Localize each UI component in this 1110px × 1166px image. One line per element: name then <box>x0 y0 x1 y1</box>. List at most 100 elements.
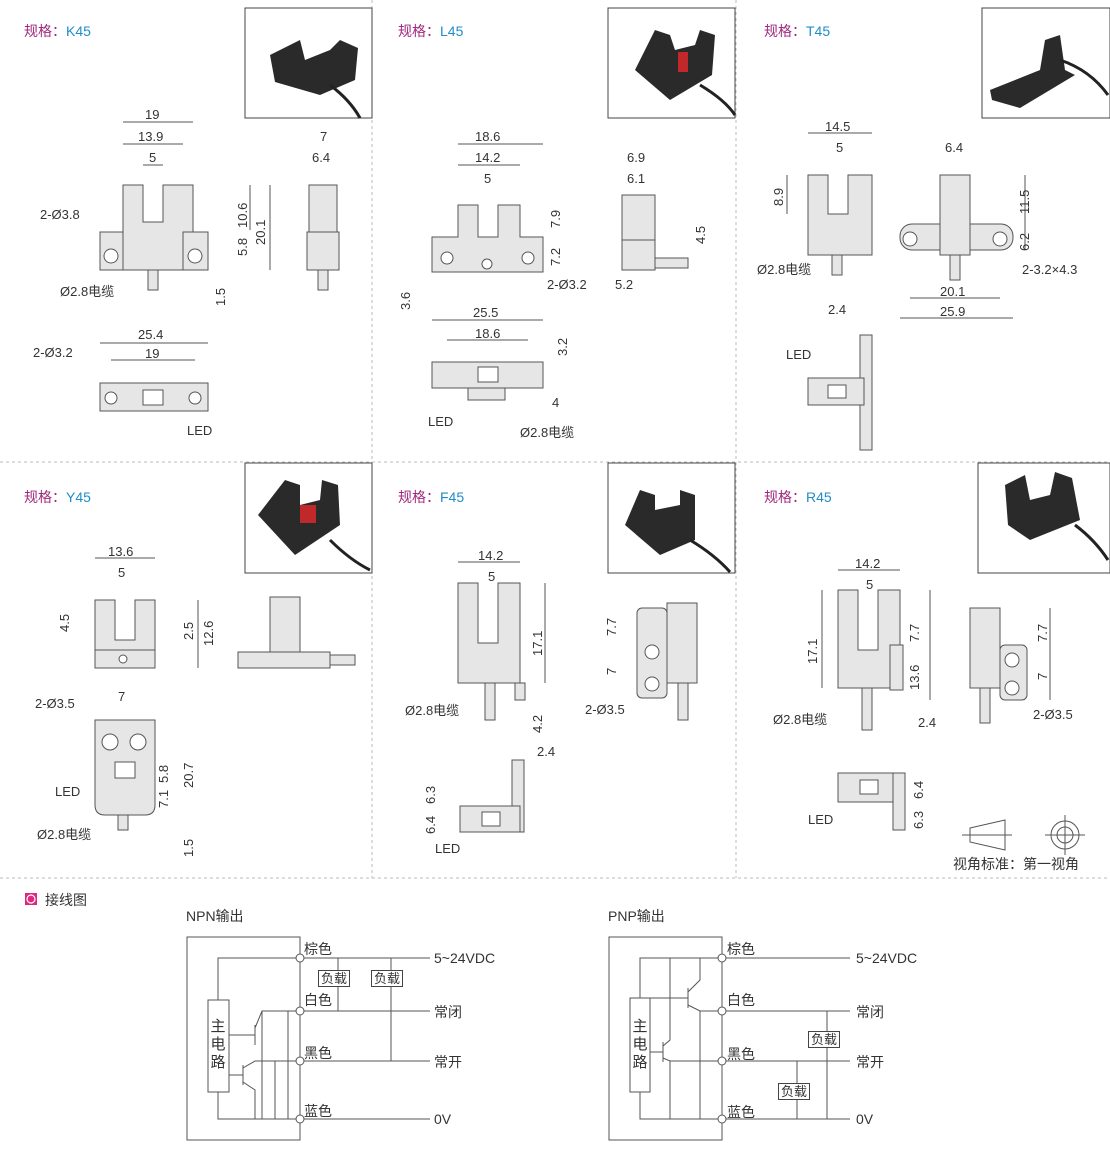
dimension-lines <box>95 121 1051 700</box>
dimension-label: 20.7 <box>181 762 196 788</box>
spec-prefix: 规格： <box>398 23 440 39</box>
dimension-label: 8.9 <box>771 187 786 206</box>
output-supply: 5~24VDC <box>434 950 496 966</box>
dimension-label: 12.6 <box>201 620 216 646</box>
spec-prefix: 规格： <box>398 489 440 505</box>
dimension-label: Ø2.8电缆 <box>405 703 460 718</box>
load-box: 负载 <box>318 970 351 987</box>
dimension-label: 4.5 <box>693 225 708 244</box>
dimension-label: 5 <box>866 577 874 592</box>
spec-prefix: 规格： <box>24 489 66 505</box>
dimension-label: 3.2 <box>555 337 570 356</box>
dimension-label: 25.4 <box>138 327 164 342</box>
dimension-label: Ø2.8电缆 <box>60 284 115 299</box>
dimension-label: 18.6 <box>475 129 501 144</box>
dimension-label: 2.5 <box>181 621 196 640</box>
dimension-label: 6.1 <box>627 171 646 186</box>
wire-brown: 棕色 <box>727 941 755 957</box>
wire-brown: 棕色 <box>304 941 332 957</box>
dimension-label: 11.5 <box>1017 189 1032 214</box>
dimension-label: 7.7 <box>1035 623 1050 642</box>
model-name: R45 <box>806 489 832 505</box>
view-standard-label: 视角标准：第一视角 <box>953 856 1079 872</box>
dimension-label: 4.5 <box>57 613 72 632</box>
load-box: 负载 <box>371 970 404 987</box>
dimension-label: 14.5 <box>825 119 851 134</box>
main-circuit-char: 电 <box>632 1036 648 1053</box>
dimension-label: 5 <box>836 140 844 155</box>
model-name: Y45 <box>66 489 91 505</box>
dimension-label: 4 <box>552 395 560 410</box>
main-circuit-char: 主 <box>632 1018 648 1035</box>
dimension-label: 5 <box>488 569 496 584</box>
spec-heading-t45: 规格：T45 <box>764 21 830 41</box>
dimension-label: 10.6 <box>235 202 250 228</box>
main-circuit-char: 路 <box>210 1054 226 1071</box>
dimension-label: 7.7 <box>907 623 922 642</box>
dimension-label: 4.2 <box>530 714 545 733</box>
pnp-wiring-diagram <box>608 936 850 1141</box>
dimension-label: 6.3 <box>423 785 438 804</box>
dimension-label: 6.9 <box>627 150 646 165</box>
dimension-label: 19 <box>145 346 160 361</box>
output-0v: 0V <box>434 1111 452 1127</box>
first-angle-projection-icon <box>962 815 1085 855</box>
dimension-label: 6.4 <box>423 815 438 834</box>
dimension-label: 19 <box>145 107 160 122</box>
output-no: 常开 <box>856 1054 884 1070</box>
output-no: 常开 <box>434 1054 462 1070</box>
dimension-label: 25.9 <box>940 304 966 319</box>
product-photos <box>244 7 1110 574</box>
dimension-label: 17.1 <box>805 638 820 664</box>
dimension-label: 6.3 <box>911 810 926 829</box>
output-supply: 5~24VDC <box>856 950 918 966</box>
dimension-label: 5 <box>484 171 492 186</box>
dimension-label: 1.5 <box>213 287 228 306</box>
load-box: 负载 <box>808 1031 841 1048</box>
dimension-label: 7.2 <box>548 247 563 266</box>
wire-black: 黑色 <box>304 1045 332 1061</box>
dimension-label: 14.2 <box>855 556 881 571</box>
dimension-label: 5 <box>118 565 126 580</box>
wiring-section-title: 接线图 <box>45 892 87 908</box>
dimension-label: 2-Ø3.5 <box>585 702 625 717</box>
spec-heading-r45: 规格：R45 <box>764 487 832 507</box>
wire-black: 黑色 <box>727 1046 755 1062</box>
dimension-label: 7 <box>320 129 328 144</box>
model-name: F45 <box>440 489 465 505</box>
dimension-label: 6.4 <box>312 150 331 165</box>
npn-wiring-diagram <box>186 936 430 1141</box>
dimension-label: 5 <box>149 150 157 165</box>
dimension-label: 7.7 <box>604 617 619 636</box>
model-name: L45 <box>440 23 464 39</box>
dimension-label: 17.1 <box>530 630 545 656</box>
dimension-label: 6.2 <box>1017 232 1032 251</box>
led-label: LED <box>187 423 213 438</box>
dimension-label: 13.6 <box>108 544 134 559</box>
spec-heading-l45: 规格：L45 <box>398 21 463 41</box>
dimension-label: 5.8 <box>156 764 171 783</box>
dimension-label: 2-Ø3.2 <box>33 345 73 360</box>
led-label: LED <box>435 841 461 856</box>
dimension-label: 7 <box>604 667 619 675</box>
panel-dividers <box>0 0 1110 879</box>
led-label: LED <box>786 347 812 362</box>
wire-white: 白色 <box>304 992 332 1008</box>
dimension-label: 2.4 <box>918 715 937 730</box>
dimension-label: 20.1 <box>940 284 966 299</box>
main-circuit-char: 主 <box>210 1018 226 1035</box>
dimension-label: Ø2.8电缆 <box>773 712 828 727</box>
dimension-label: 2.4 <box>537 744 556 759</box>
dimension-label: 13.9 <box>138 129 164 144</box>
pnp-main-circuit: 主电路 <box>632 1018 648 1072</box>
dimension-label: 2-Ø3.5 <box>1033 707 1073 722</box>
led-label: LED <box>55 784 81 799</box>
dimension-label: 2-Ø3.2 <box>547 277 587 292</box>
dimension-label: 1.5 <box>181 838 196 857</box>
pnp-title: PNP输出 <box>608 908 665 924</box>
dimension-label: 6.4 <box>945 140 964 155</box>
dimension-label: Ø2.8电缆 <box>757 262 812 277</box>
dimension-label: Ø2.8电缆 <box>37 827 92 842</box>
dimension-label: 7 <box>1035 672 1050 680</box>
